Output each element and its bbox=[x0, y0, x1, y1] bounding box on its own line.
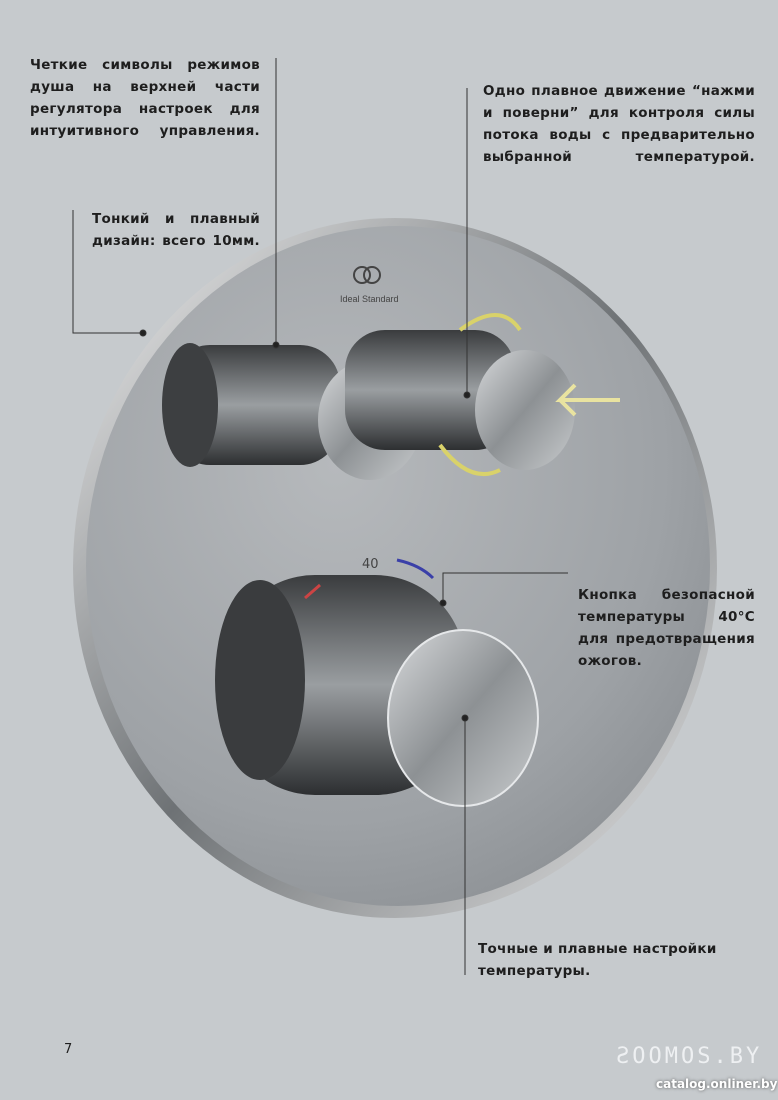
thermostat-knob[interactable]: 40 bbox=[215, 557, 539, 807]
temperature-mark: 40 bbox=[362, 557, 379, 572]
ideal-standard-logo: Ideal Standard bbox=[340, 266, 399, 304]
callout-symbols: Четкие символы режимов душа на верхней ч… bbox=[30, 57, 260, 139]
shower-plate bbox=[73, 218, 717, 918]
callout-precise-settings: Точные и плавные настройки температуры. bbox=[478, 941, 717, 979]
callout-push-turn: Одно плавное движение “нажми и поверни” … bbox=[483, 83, 755, 165]
watermark-logo: ƧOOMOS.BY bbox=[616, 1044, 763, 1069]
brand-name: Ideal Standard bbox=[340, 294, 399, 304]
flow-knob-right[interactable] bbox=[345, 330, 575, 470]
watermark-site: catalog.onliner.by bbox=[656, 1077, 778, 1091]
callout-thin-design: Тонкий и плавный дизайн: всего 10мм. bbox=[92, 211, 260, 249]
callout-safety-button: Кнопка безопасной температуры 40°C для п… bbox=[578, 587, 755, 669]
page-number: 7 bbox=[64, 1042, 73, 1057]
leader-lines bbox=[72, 58, 568, 975]
